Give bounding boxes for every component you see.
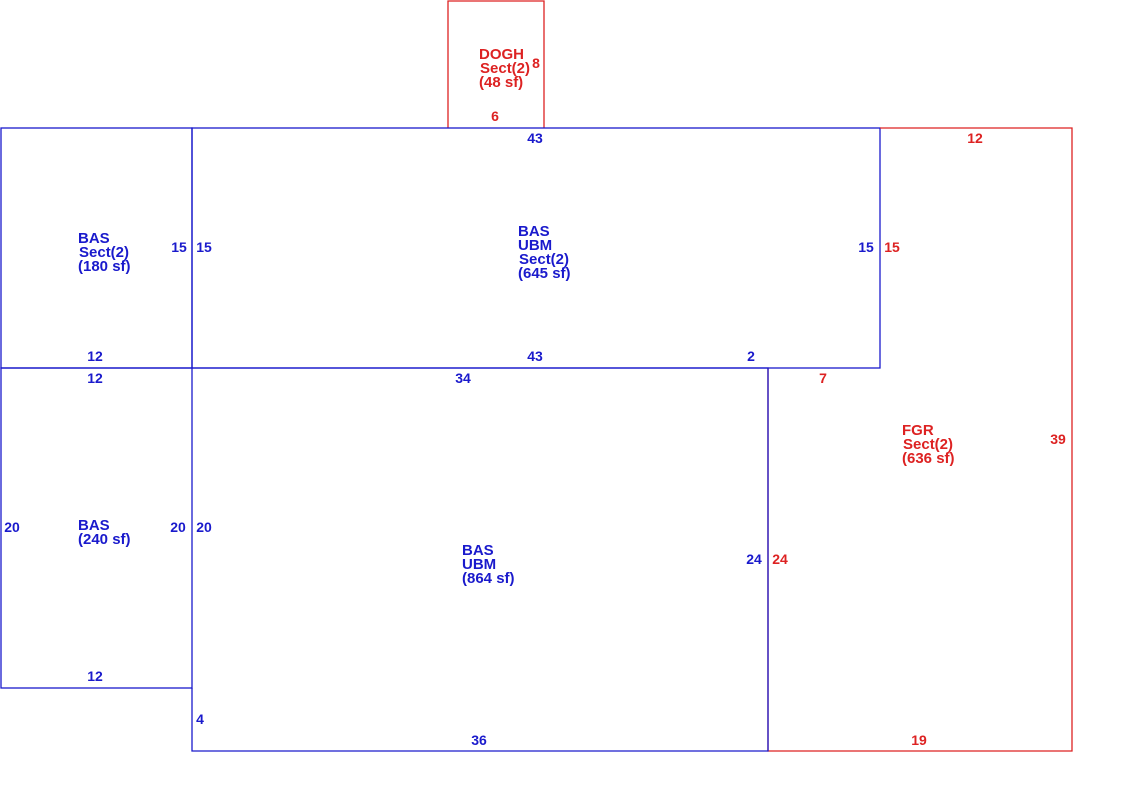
area-sub: UBM [518, 237, 552, 254]
area-size: (240 sf) [78, 531, 131, 548]
area-label-bas-upper-left: BAS Sect(2) (180 sf) [78, 230, 131, 275]
dim-upper-main-notch: 2 [747, 348, 755, 364]
area-name: BAS [78, 517, 110, 534]
area-label-bas-lower-left: BAS (240 sf) [78, 517, 131, 548]
area-name: BAS [78, 230, 110, 247]
area-size: (636 sf) [902, 450, 955, 467]
bas-lower-main-outline [191, 367, 769, 752]
dimension-labels: 6 8 43 43 15 15 2 15 12 12 15 7 39 24 19… [4, 55, 1066, 748]
dim-fgr-step: 7 [819, 370, 827, 386]
dim-lower-left-left: 20 [4, 519, 20, 535]
area-section: Sect(2) [79, 244, 129, 261]
area-label-dogh: DOGH Sect(2) (48 sf) [479, 46, 530, 91]
dim-upper-main-right: 15 [858, 239, 874, 255]
area-size: (180 sf) [78, 258, 131, 275]
dim-upper-main-bottom: 43 [527, 348, 543, 364]
dim-fgr-left-lower: 24 [772, 551, 788, 567]
area-label-bas-upper-main: BAS UBM Sect(2) (645 sf) [518, 223, 571, 282]
area-label-fgr: FGR Sect(2) (636 sf) [902, 422, 955, 467]
area-size: (645 sf) [518, 265, 571, 282]
dim-fgr-left-upper: 15 [884, 239, 900, 255]
dim-lower-main-bottom: 36 [471, 732, 487, 748]
area-size: (48 sf) [479, 74, 523, 91]
area-section: Sect(2) [903, 436, 953, 453]
dim-dogh-bottom: 6 [491, 108, 499, 124]
area-label-bas-lower-main: BAS UBM (864 sf) [462, 542, 515, 587]
area-section: Sect(2) [480, 60, 530, 77]
dim-lower-main-left: 20 [196, 519, 212, 535]
area-name: FGR [902, 422, 934, 439]
dim-fgr-top: 12 [967, 130, 983, 146]
dim-upper-left-right: 15 [171, 239, 187, 255]
dim-lower-main-left-step: 4 [196, 711, 204, 727]
area-size: (864 sf) [462, 570, 515, 587]
area-sub: UBM [462, 556, 496, 573]
dim-upper-main-top: 43 [527, 130, 543, 146]
dim-dogh-side: 8 [532, 55, 540, 71]
dogh-outline [447, 0, 545, 128]
area-name: DOGH [479, 46, 524, 63]
area-name: BAS [462, 542, 494, 559]
dim-upper-left-bottom: 12 [87, 348, 103, 364]
bas-lower-left-outline [0, 367, 193, 689]
outline-lines [0, 0, 1073, 752]
dim-fgr-right: 39 [1050, 431, 1066, 447]
area-name: BAS [518, 223, 550, 240]
dim-lower-left-right: 20 [170, 519, 186, 535]
dim-lower-main-right: 24 [746, 551, 762, 567]
dim-fgr-bottom: 19 [911, 732, 927, 748]
dim-lower-left-top: 12 [87, 370, 103, 386]
dim-upper-main-left: 15 [196, 239, 212, 255]
dim-lower-left-bottom: 12 [87, 668, 103, 684]
area-section: Sect(2) [519, 251, 569, 268]
dim-lower-main-top: 34 [455, 370, 471, 386]
